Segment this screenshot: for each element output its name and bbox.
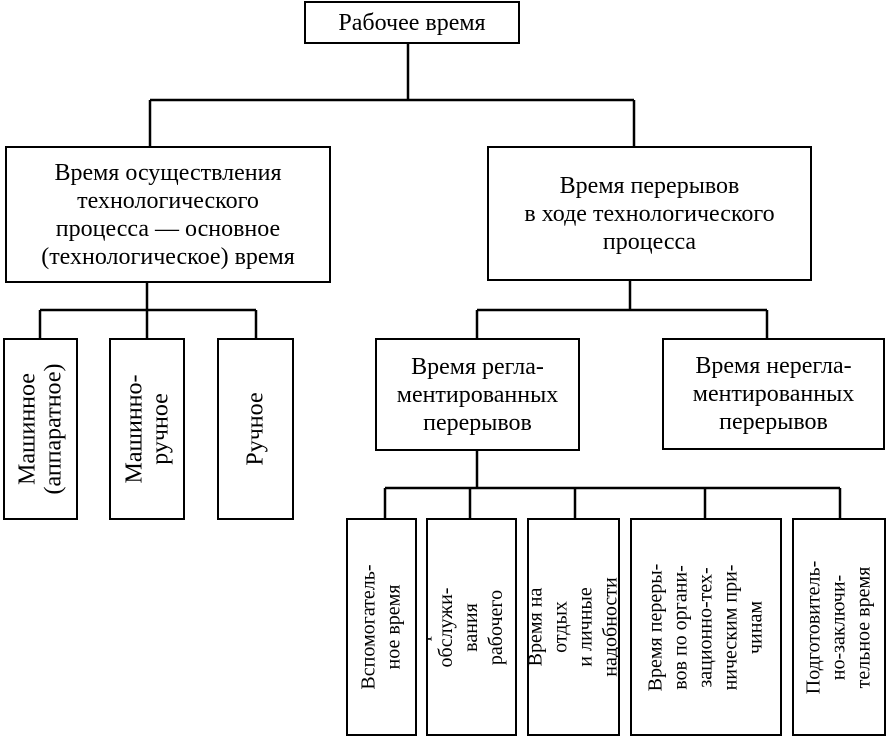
- root-node: Рабочее время: [304, 1, 520, 44]
- node-organizational-breaks-label: Время переры- вов по органи- зационно-те…: [644, 563, 767, 691]
- node-manual: Ручное: [217, 338, 294, 520]
- root-label: Рабочее время: [338, 9, 486, 36]
- node-rest-personal-label: Время на отдых и личные надобности: [527, 577, 620, 677]
- node-auxiliary-time: Вспомогатель- ное время: [346, 518, 417, 736]
- node-preparatory-final: Подготовитель- но-заключи- тельное время: [792, 518, 886, 736]
- node-machine-label: Машинное (аппаратное): [14, 363, 67, 495]
- node-unregulated-breaks-label: Время нерегла- ментированных перерывов: [692, 353, 855, 435]
- node-machine-manual-label: Машинно- ручное: [121, 374, 173, 484]
- node-technological-time: Время осуществления технологического про…: [5, 146, 331, 283]
- node-break-time: Время перерывов в ходе технологического …: [487, 146, 812, 281]
- node-rest-personal: Время на отдых и личные надобности: [527, 518, 620, 736]
- node-unregulated-breaks: Время нерегла- ментированных перерывов: [662, 338, 885, 450]
- node-workplace-service-label: Время обслужи- вания рабочего места: [426, 587, 517, 667]
- node-organizational-breaks: Время переры- вов по органи- зационно-те…: [630, 518, 782, 736]
- node-machine: Машинное (аппаратное): [3, 338, 78, 520]
- node-technological-time-label: Время осуществления технологического про…: [41, 159, 295, 270]
- node-regulated-breaks-label: Время регла- ментированных перерывов: [396, 353, 559, 436]
- node-workplace-service: Время обслужи- вания рабочего места: [426, 518, 517, 736]
- node-machine-manual: Машинно- ручное: [109, 338, 185, 520]
- node-manual-label: Ручное: [242, 392, 269, 466]
- node-break-time-label: Время перерывов в ходе технологического …: [524, 172, 775, 255]
- node-auxiliary-time-label: Вспомогатель- ное время: [357, 564, 405, 690]
- node-regulated-breaks: Время регла- ментированных перерывов: [375, 338, 580, 451]
- node-preparatory-final-label: Подготовитель- но-заключи- тельное время: [802, 560, 875, 694]
